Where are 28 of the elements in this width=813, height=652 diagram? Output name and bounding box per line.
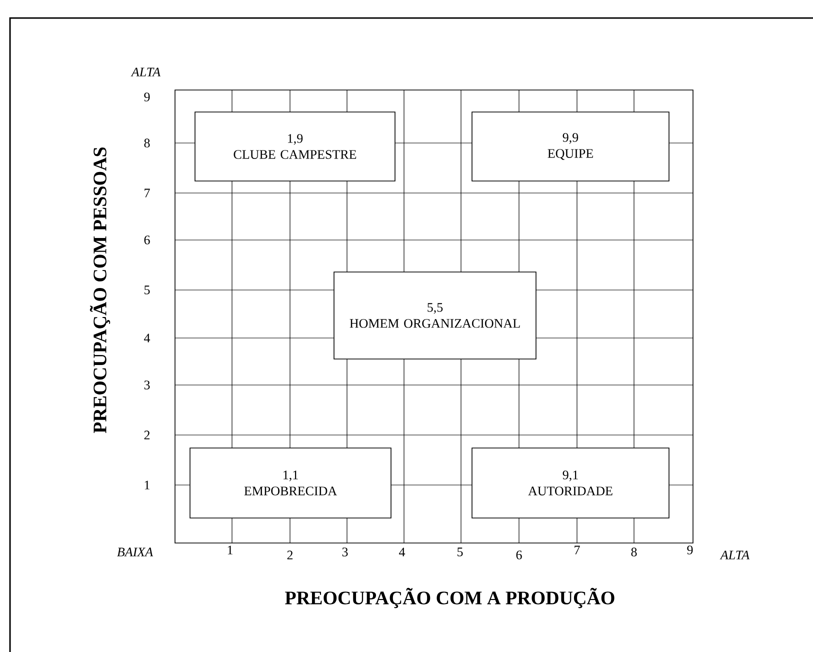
grid-box: 9,1 AUTORIDADE (472, 448, 670, 518)
tick-label: 9 (144, 92, 150, 102)
tick-label: 1 (144, 480, 150, 490)
tick-label: 5 (144, 286, 150, 294)
tick-label: 3 (342, 548, 348, 556)
tick-label: 2 (144, 430, 150, 440)
tick-label: 6 (144, 236, 150, 244)
tick-label: 7 (144, 188, 150, 198)
tick-label: 1 (228, 546, 232, 554)
grid-box: 1,9 CLUBE CAMPESTRE (194, 112, 396, 182)
tick-label: 8 (144, 138, 150, 148)
grid-box: 1,1 EMPOBRECIDA (190, 448, 392, 518)
axis-title: PREOCUPAÇÃO COM A PRODUÇÃO (285, 588, 614, 608)
tick-label: 6 (516, 550, 522, 560)
scale-label: ALTA (130, 68, 161, 76)
tick-label: 7 (574, 546, 580, 554)
grid-box: 5,5 HOMEM ORGANIZACIONAL (334, 272, 536, 360)
tick-label: 2 (287, 550, 293, 560)
axis-title: PREOCUPAÇÃO COM PESSOAS (90, 147, 110, 434)
tick-label: 4 (144, 334, 150, 342)
tick-label: 5 (458, 548, 463, 556)
tick-label: 8 (631, 548, 637, 556)
scale-label: ALTA (720, 550, 750, 560)
tick-label: 4 (399, 548, 406, 556)
tick-label: 3 (144, 380, 150, 390)
scale-label: BAIXA (117, 548, 154, 556)
grid-box: 9,9 EQUIPE (472, 112, 670, 182)
tick-label: 9 (687, 546, 693, 554)
